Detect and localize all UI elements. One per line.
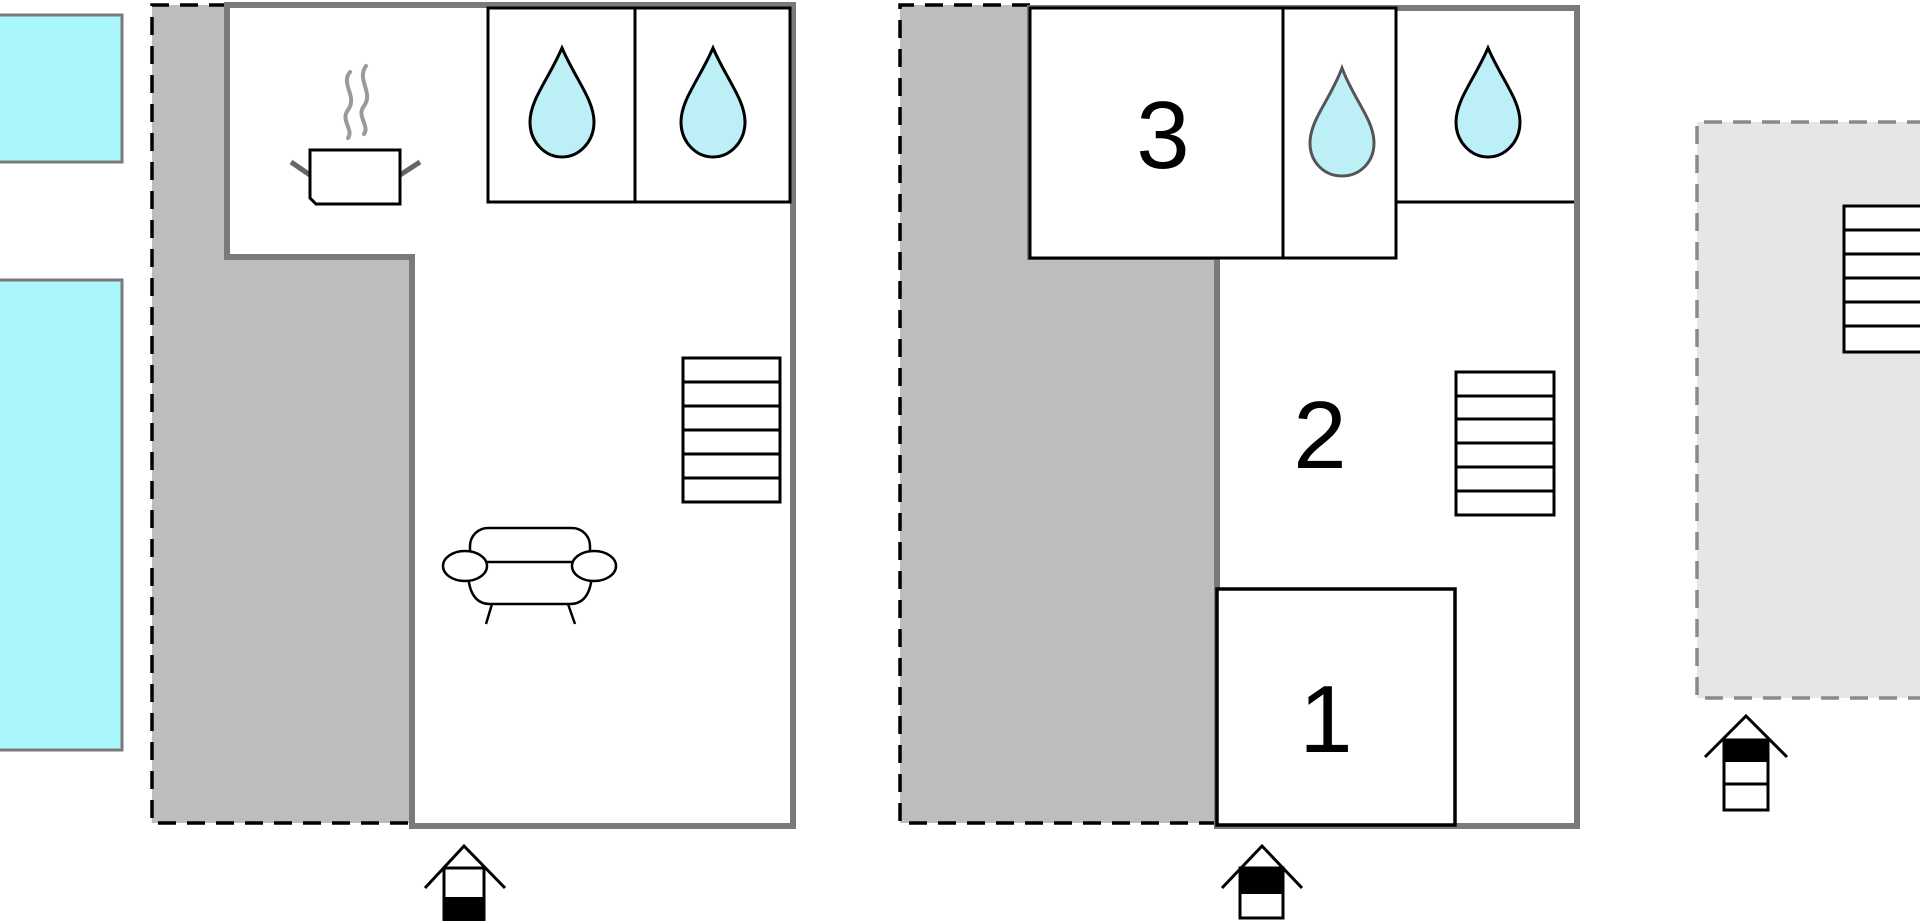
pool-bottom — [0, 278, 124, 752]
sofa-icon — [441, 526, 618, 625]
entrance-house-icon[interactable] — [423, 843, 507, 921]
outer-area-plan — [1695, 120, 1920, 812]
upper-floor-bathroom-2 — [1394, 8, 1574, 204]
water-drop-icon — [1308, 63, 1376, 178]
bedroom-1 — [1215, 587, 1457, 827]
stairs-icon — [681, 356, 782, 504]
water-drop-icon — [528, 44, 596, 159]
pool-top — [0, 13, 124, 164]
upper-floor-plan: 3 2 1 — [898, 3, 1580, 920]
stairs-icon — [1454, 370, 1556, 517]
entrance-house-icon[interactable] — [1220, 843, 1304, 920]
bedroom-3 — [1028, 6, 1285, 260]
ground-floor-interior — [224, 2, 796, 829]
room-number-3: 3 — [1136, 82, 1189, 189]
room-number-2: 2 — [1293, 382, 1346, 489]
cooking-pot-icon — [289, 64, 422, 206]
ground-floor-terrace-outline — [150, 3, 480, 825]
upper-floor-terrace-outline — [898, 3, 1218, 825]
stairs-icon — [1842, 204, 1920, 354]
water-drop-icon — [679, 44, 747, 159]
entrance-house-icon[interactable] — [1703, 713, 1789, 812]
room-number-1: 1 — [1299, 666, 1352, 773]
water-drop-icon — [1454, 44, 1522, 159]
ground-floor-bathroom-1 — [486, 6, 637, 204]
ground-floor-plan — [150, 2, 796, 921]
